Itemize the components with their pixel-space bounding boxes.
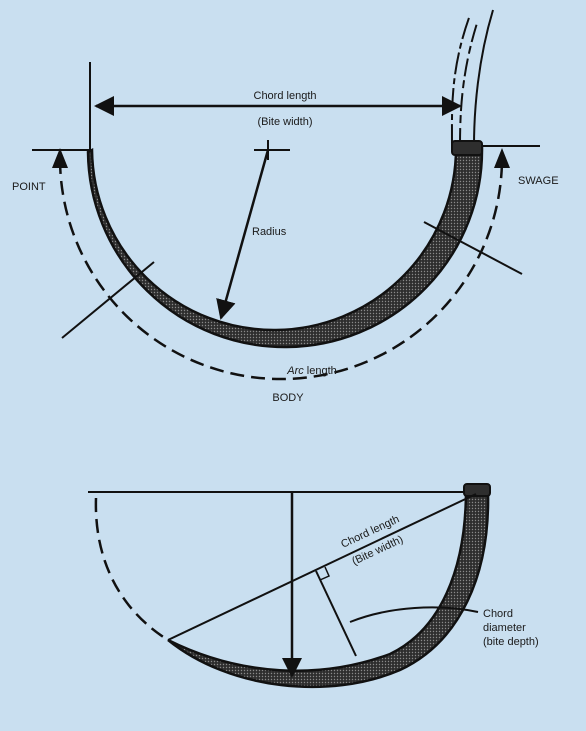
radius-arrow bbox=[216, 149, 270, 320]
point-section-divider bbox=[61, 261, 155, 339]
swage-section-divider bbox=[423, 221, 523, 275]
top-needle-diagram: Chord length (Bite width) POINT SWAGE Ra… bbox=[12, 9, 559, 404]
top-bite-width-label: (Bite width) bbox=[257, 116, 312, 128]
top-chord-length-label: Chord length bbox=[254, 90, 317, 102]
swage-label: SWAGE bbox=[518, 175, 559, 187]
point-arrow-head bbox=[52, 148, 68, 168]
arc-length-label: Arc length bbox=[286, 365, 337, 377]
bottom-swage-block bbox=[463, 483, 491, 497]
chord-diameter-label-line3: (bite depth) bbox=[483, 636, 539, 648]
bottom-needle-body bbox=[167, 488, 490, 689]
chord-diameter-leader bbox=[349, 606, 479, 623]
suture-thread bbox=[450, 9, 494, 147]
bottom-dashed-arc bbox=[94, 497, 169, 642]
bottom-chord-line bbox=[167, 493, 477, 641]
right-angle-marker bbox=[319, 566, 330, 581]
radius-label: Radius bbox=[252, 226, 287, 238]
swage-arrow-head bbox=[494, 148, 510, 168]
bottom-needle-diagram: Chord length (Bite width) Chord diameter… bbox=[88, 483, 539, 689]
top-needle-body bbox=[86, 144, 484, 349]
body-label: BODY bbox=[272, 392, 304, 404]
chord-diameter-label-line1: Chord bbox=[483, 608, 513, 620]
chord-diameter-label-line2: diameter bbox=[483, 622, 526, 634]
swage-block bbox=[451, 140, 483, 156]
chord-diameter-line bbox=[315, 570, 357, 657]
body-dashed-arc bbox=[58, 155, 504, 381]
point-label: POINT bbox=[12, 181, 46, 193]
